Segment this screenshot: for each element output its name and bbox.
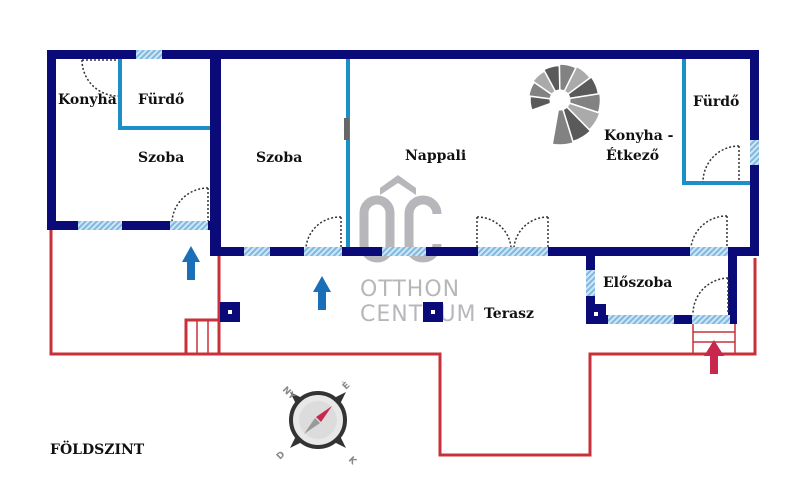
compass-label-east: É <box>340 379 353 392</box>
room-label-furdo: Fürdő <box>693 94 739 110</box>
room-label-szoba: Szoba <box>138 150 184 166</box>
room-label-konyha-etkezo: Konyha - <box>604 128 674 144</box>
room-label-nappali: Nappali <box>405 148 466 164</box>
room-label-eloszoba: Előszoba <box>603 275 672 291</box>
interior-walls <box>118 58 752 250</box>
room-label-furdo: Fürdő <box>138 92 184 108</box>
level-label: FÖLDSZINT <box>50 439 145 458</box>
interior-arrow-icon <box>182 246 200 280</box>
room-label-terasz: Terasz <box>484 306 534 322</box>
windows <box>78 50 759 324</box>
interior-arrow-icon <box>313 276 331 310</box>
spiral-staircase <box>527 63 602 146</box>
entry-stairs <box>692 322 736 354</box>
compass-label-west: K <box>346 455 359 468</box>
door-swings <box>81 59 740 314</box>
entry-arrow-icon <box>704 340 724 374</box>
stair-step <box>551 108 575 146</box>
room-label-konyha-etkezo-2: Étkező <box>606 146 659 164</box>
sliding-door <box>344 118 349 140</box>
room-label-konyha: Konyha <box>58 92 117 108</box>
watermark-line2: CENTRUM <box>360 302 477 327</box>
terrace-outline <box>49 228 757 457</box>
compass-icon: NY É D K <box>275 379 359 467</box>
room-label-szoba: Szoba <box>256 150 302 166</box>
compass-label-south: D <box>275 450 287 462</box>
watermark-line1: OTTHON <box>360 277 460 302</box>
